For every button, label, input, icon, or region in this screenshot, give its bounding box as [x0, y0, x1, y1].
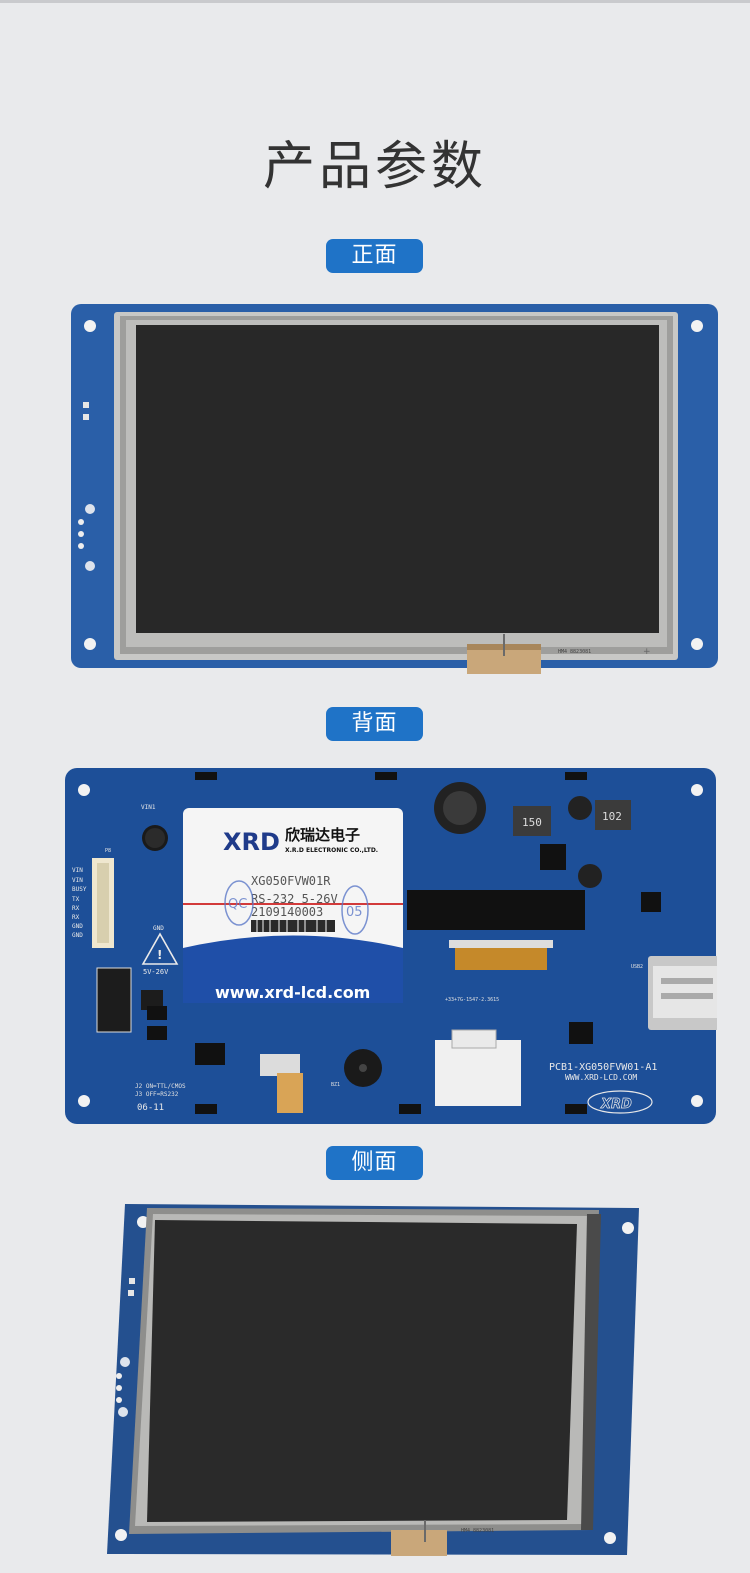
- spec-text: RS-232 5-26V: [251, 892, 338, 906]
- gnd-mark: GND: [153, 925, 164, 932]
- buzzer-label: BZ1: [331, 1082, 340, 1088]
- section-label-front: 正面: [326, 239, 423, 273]
- brand-en: X.R.D ELECTRONIC CO.,LTD.: [285, 847, 378, 854]
- voltage-label: 5V-26V: [143, 968, 169, 976]
- model-text: XG050FVW01R: [251, 874, 331, 888]
- jumper-on: J2 ON=TTL/CMOS: [135, 1083, 186, 1090]
- top-divider: [0, 0, 750, 3]
- back-board-photo: VIN VIN BUSY TX RX RX GND GND P8 VIN1 ! …: [65, 768, 717, 1126]
- serial-text: 2109140003: [251, 905, 323, 919]
- usb-label: USB2: [631, 964, 643, 970]
- pin-label: GND: [72, 932, 83, 939]
- qc-stamp: QC: [228, 897, 247, 912]
- brand-cn: 欣瑞达电子: [285, 826, 360, 844]
- pin-label: VIN: [72, 867, 83, 874]
- pcb-web: WWW.XRD-LCD.COM: [565, 1073, 637, 1082]
- brand-logo: XRD: [223, 828, 280, 856]
- pin-label: BUSY: [72, 886, 87, 893]
- pin-label: GND: [72, 923, 83, 930]
- side-pcb-mark: HM4 8823081: [461, 1528, 494, 1534]
- pin-label: VIN: [72, 877, 83, 884]
- p8-label: P8: [105, 848, 111, 854]
- side-board-photo: HM4 8823081: [107, 1200, 647, 1560]
- page-title: 产品参数: [262, 137, 487, 197]
- xrd-silk-logo: XRD: [600, 1097, 632, 1112]
- website-text: www.xrd-lcd.com: [215, 983, 370, 1002]
- svg-text:!: !: [157, 948, 162, 962]
- pin-label: TX: [72, 896, 80, 903]
- section-label-back: 背面: [326, 707, 423, 741]
- jumper-off: J3 OFF=RS232: [135, 1091, 179, 1098]
- inductor-1: 150: [522, 816, 542, 829]
- fpc-code: +33+7G-1547-2.3615: [445, 997, 499, 1003]
- section-label-side: 侧面: [326, 1146, 423, 1180]
- pin-label: RX: [72, 914, 80, 921]
- front-board-photo: HM4 8823081 +: [71, 304, 719, 676]
- svg-text:+: +: [643, 647, 651, 657]
- pcb-name: PCB1-XG050FVW01-A1: [549, 1062, 657, 1073]
- date-code: 06-11: [137, 1103, 164, 1113]
- front-pcb-mark: HM4 8823081: [558, 649, 591, 655]
- vin-label: VIN1: [141, 804, 156, 811]
- stamp-code: 05: [346, 905, 363, 920]
- pin-label: RX: [72, 905, 80, 912]
- inductor-2: 102: [602, 810, 622, 823]
